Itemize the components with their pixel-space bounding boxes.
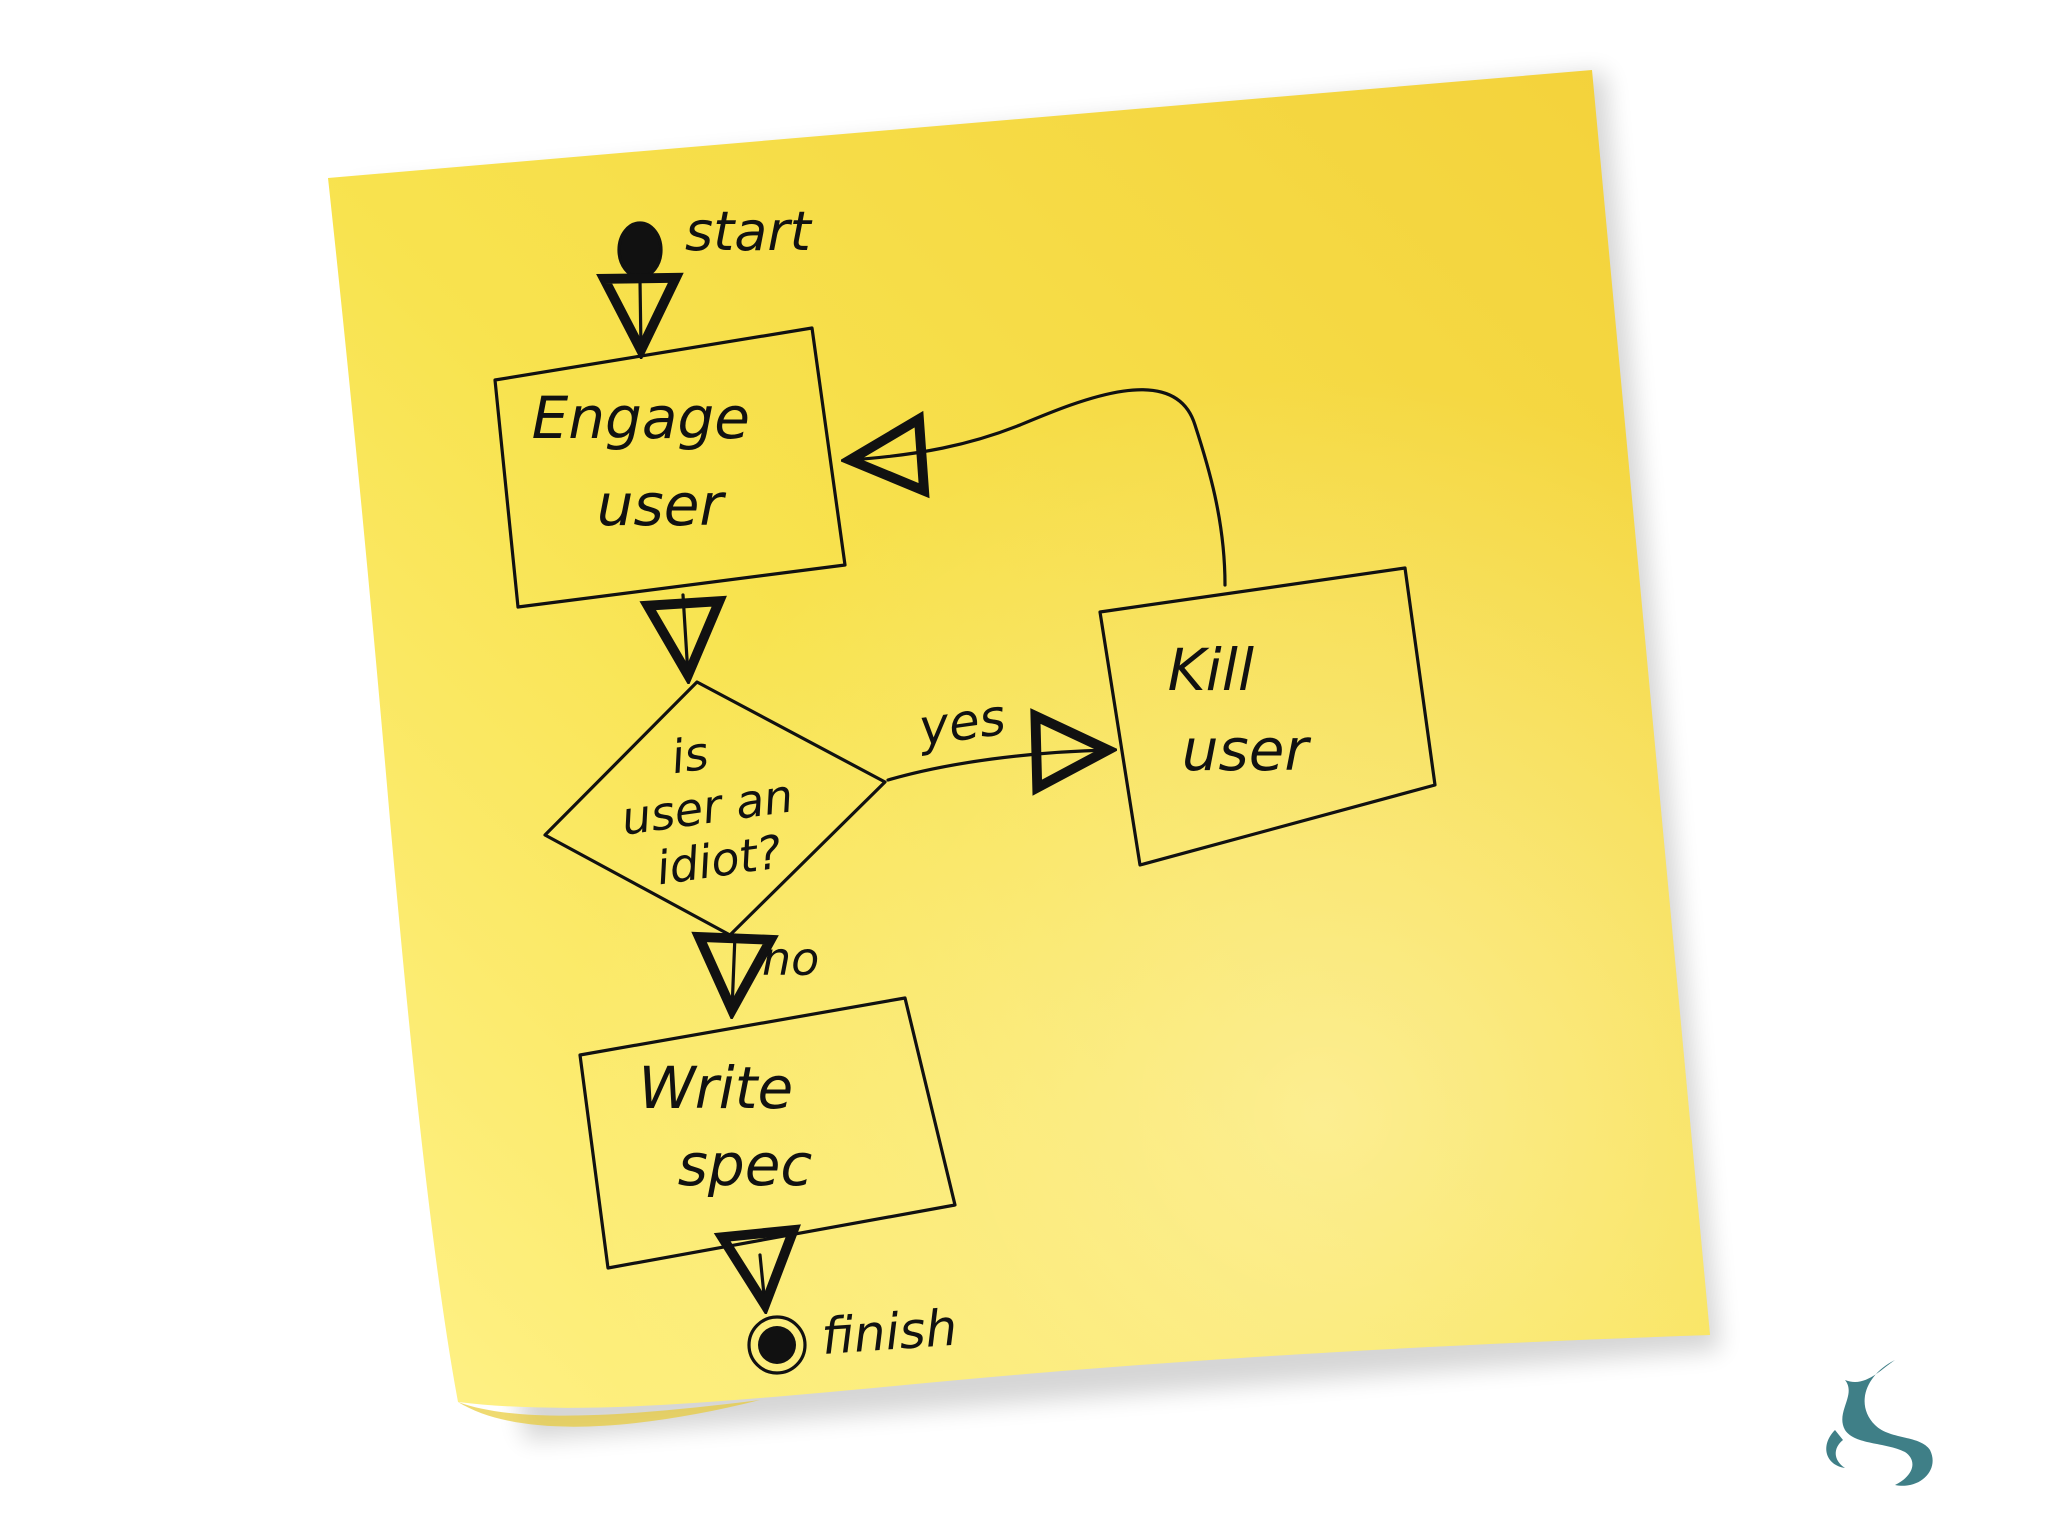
engage-line-1: Engage (532, 384, 750, 452)
no-label: no (762, 932, 819, 986)
start-node (619, 223, 661, 277)
write-line-2: spec (678, 1131, 813, 1199)
edge-start-to-engage (640, 280, 641, 350)
write-line-1: Write (638, 1054, 793, 1122)
note-shine (328, 70, 1710, 1408)
yes-label: yes (913, 688, 1009, 758)
finish-label: finish (820, 1299, 959, 1366)
engage-line-2: user (597, 471, 727, 539)
swirl-logo-icon (1826, 1360, 1932, 1486)
finish-node-fill (758, 1326, 796, 1364)
decision-line-1: is (668, 726, 712, 785)
start-label: start (685, 200, 813, 263)
kill-line-1: Kill (1168, 636, 1254, 704)
kill-line-2: user (1182, 716, 1312, 784)
